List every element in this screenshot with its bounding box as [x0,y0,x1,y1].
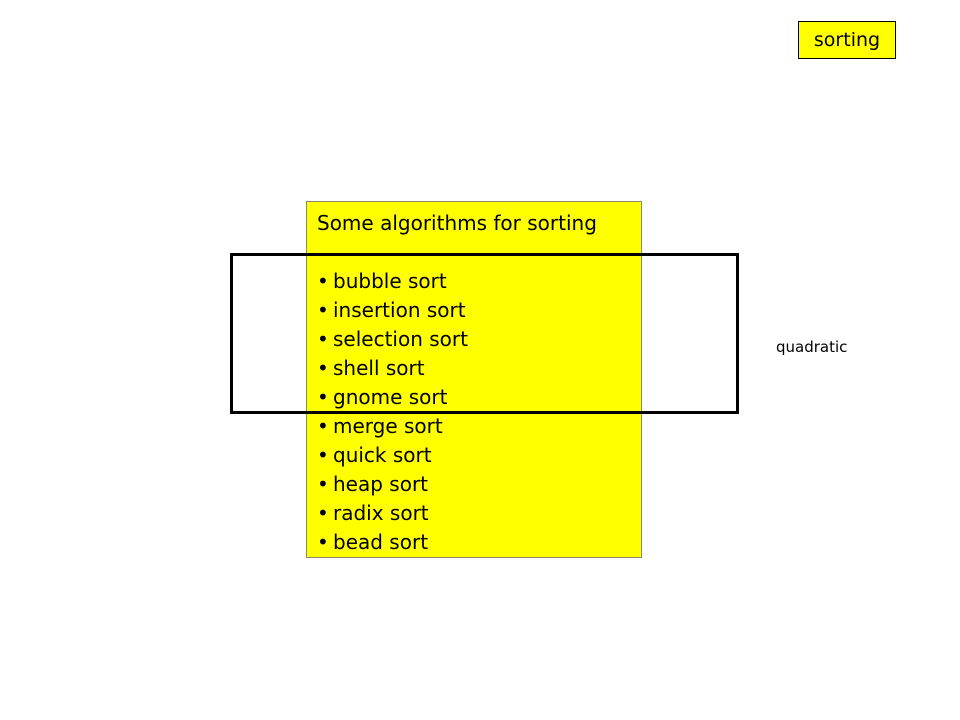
topic-tag-label: sorting [813,29,881,51]
algorithm-list: •bubble sort •insertion sort •selection … [317,267,641,557]
list-item: •shell sort [317,354,641,383]
bullet-icon: • [317,385,329,409]
panel-title: Some algorithms for sorting [317,211,597,235]
bullet-icon: • [317,327,329,351]
list-item: •quick sort [317,441,641,470]
list-item-label: merge sort [333,414,443,438]
bullet-icon: • [317,472,329,496]
quadratic-label: quadratic [776,338,848,356]
list-item: •merge sort [317,412,641,441]
bullet-icon: • [317,530,329,554]
algorithms-panel: Some algorithms for sorting •bubble sort… [306,201,642,558]
list-item-label: heap sort [333,472,429,496]
quadratic-group-outline [230,253,739,414]
list-item: •gnome sort [317,383,641,412]
list-item-label: insertion sort [333,298,466,322]
bullet-icon: • [317,298,329,322]
list-item-label: bubble sort [333,269,447,293]
bullet-icon: • [317,443,329,467]
list-item-label: gnome sort [333,385,448,409]
list-item: •bead sort [317,528,641,557]
bullet-icon: • [317,356,329,380]
bullet-icon: • [317,269,329,293]
list-item: •selection sort [317,325,641,354]
list-item-label: selection sort [333,327,468,351]
list-item: •radix sort [317,499,641,528]
list-item: •insertion sort [317,296,641,325]
list-item: •heap sort [317,470,641,499]
bullet-icon: • [317,414,329,438]
list-item-label: quick sort [333,443,432,467]
list-item-label: bead sort [333,530,429,554]
list-item-label: shell sort [333,356,425,380]
topic-tag: sorting [798,21,896,59]
bullet-icon: • [317,501,329,525]
list-item-label: radix sort [333,501,429,525]
list-item: •bubble sort [317,267,641,296]
